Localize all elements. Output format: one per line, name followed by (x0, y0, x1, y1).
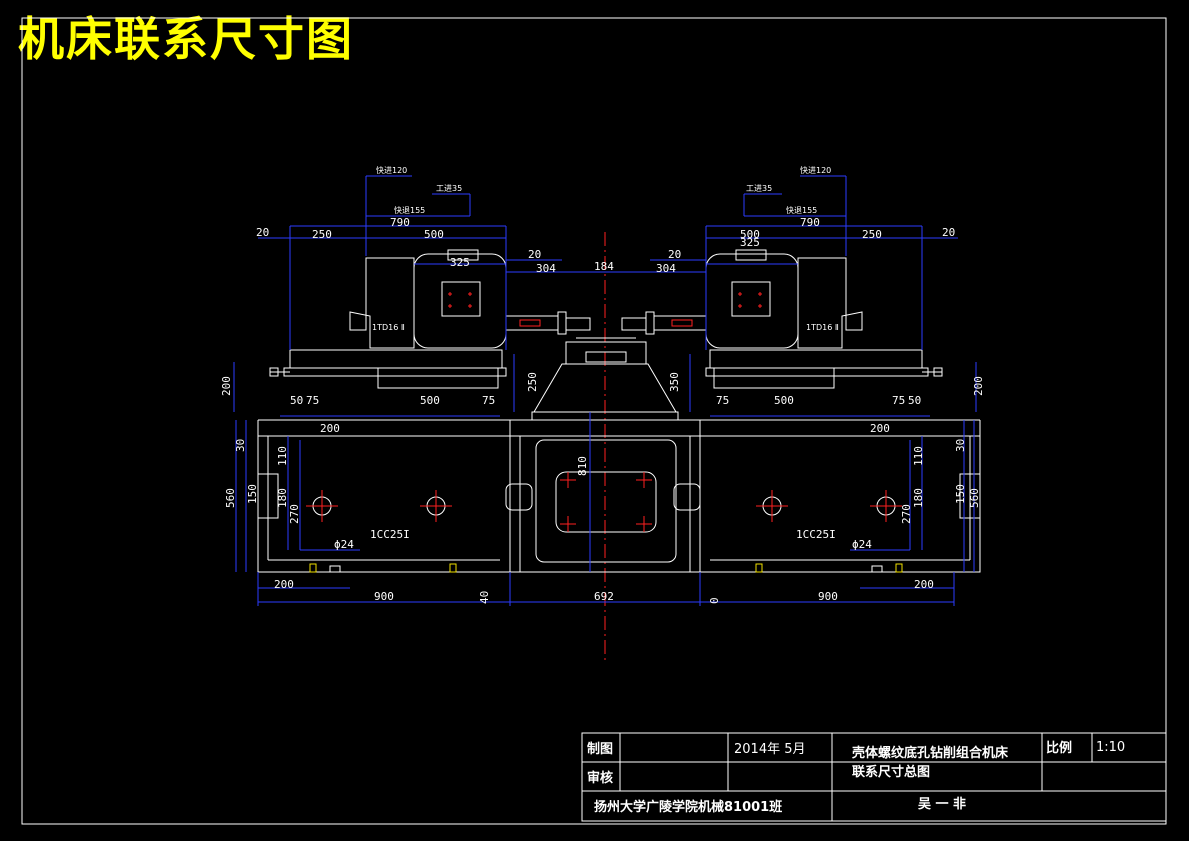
dim-phi24-right: ϕ24 (852, 538, 872, 551)
dim-900-left: 900 (374, 590, 394, 603)
dim-150-right: 150 (954, 484, 967, 504)
dim-200-bed-left: 200 (320, 422, 340, 435)
drawing-frame (21, 17, 1167, 825)
dim-50-left: 50 (290, 394, 303, 407)
dim-work-left: 工进35 (436, 184, 462, 193)
tb-scale-value: 1:10 (1096, 740, 1125, 755)
dim-feed-right: 快进120 (800, 165, 831, 175)
dim-180-right: 180 (912, 488, 925, 508)
dim-30-right: 30 (954, 439, 967, 452)
dim-180-left: 180 (276, 488, 289, 508)
unit-label-left: 1TD16 Ⅱ (372, 323, 405, 332)
dim-20-right: 20 (942, 226, 955, 239)
bed-label-left: 1CC25I (370, 528, 410, 541)
tb-scale-label: 比例 (1046, 740, 1072, 756)
dim-0: 0 (708, 597, 721, 604)
dim-fast-right: 快退155 (786, 205, 817, 215)
dim-40: 40 (478, 591, 491, 604)
dimension-texts: 快进120 工进35 快退155 790 20 250 500 325 20 3… (220, 165, 985, 604)
tb-school: 扬州大学广陵学院机械81001班 (594, 799, 782, 815)
dim-110-left: 110 (276, 446, 289, 466)
dim-270-right: 270 (900, 504, 913, 524)
dim-325-left: 325 (450, 256, 470, 269)
dimension-lines (233, 175, 977, 606)
dim-200-right-h: 200 (972, 376, 985, 396)
dim-phi24-left: ϕ24 (334, 538, 354, 551)
dim-200-bottom-right: 200 (914, 578, 934, 591)
dim-work-right: 工进35 (746, 184, 772, 193)
dim-20-center-right: 20 (668, 248, 681, 261)
bed-label-right: 1CC25I (796, 528, 836, 541)
dim-250-left: 250 (312, 228, 332, 241)
dim-200-bottom-left: 200 (274, 578, 294, 591)
dim-810: 810 (576, 456, 589, 476)
dim-560-right: 560 (968, 488, 981, 508)
dim-50-right: 50 (908, 394, 921, 407)
right-power-head (621, 249, 943, 389)
dim-304-left: 304 (536, 262, 556, 275)
title-block (581, 732, 1167, 822)
dim-75-left-b: 75 (482, 394, 495, 407)
page-title: 机床联系尺寸图 (18, 12, 354, 66)
dim-790-right: 790 (800, 216, 820, 229)
dim-fast-left: 快退155 (394, 205, 425, 215)
dim-feed-left: 快进120 (376, 165, 407, 175)
dim-250-v: 250 (526, 372, 539, 392)
dim-200-bed-right: 200 (870, 422, 890, 435)
dim-200-left-h: 200 (220, 376, 233, 396)
dim-692: 692 (594, 590, 614, 603)
tb-author: 吴 一 非 (918, 796, 966, 812)
dim-20-left: 20 (256, 226, 269, 239)
tb-date: 2014年 5月 (734, 742, 806, 757)
dim-110-right: 110 (912, 446, 925, 466)
dim-900-right: 900 (818, 590, 838, 603)
dim-304-right: 304 (656, 262, 676, 275)
dim-30-left: 30 (234, 439, 247, 452)
dim-75-right-b: 75 (892, 394, 905, 407)
tb-drawing-title-1: 壳体螺纹底孔钻削组合机床 (851, 745, 1009, 761)
dim-500-bed-right: 500 (774, 394, 794, 407)
dim-150-left: 150 (246, 484, 259, 504)
dim-325-right: 325 (740, 236, 760, 249)
dim-75-left-a: 75 (306, 394, 319, 407)
dim-20-center-left: 20 (528, 248, 541, 261)
dim-500-bed-left: 500 (420, 394, 440, 407)
dim-500-left: 500 (424, 228, 444, 241)
dim-500-right: 500 (740, 228, 760, 241)
dim-270-left: 270 (288, 504, 301, 524)
dim-790-left: 790 (390, 216, 410, 229)
unit-label-right: 1TD16 Ⅱ (806, 323, 839, 332)
dim-250-right: 250 (862, 228, 882, 241)
tb-check-label: 审核 (587, 770, 613, 786)
dim-350-v: 350 (668, 372, 681, 392)
left-power-head (269, 249, 591, 389)
tb-drawing-title-2: 联系尺寸总图 (852, 764, 930, 780)
dim-75-right-a: 75 (716, 394, 729, 407)
dim-560-left: 560 (224, 488, 237, 508)
tb-drawn-label: 制图 (587, 741, 613, 757)
center-fixture (531, 337, 679, 421)
dim-184: 184 (594, 260, 614, 273)
